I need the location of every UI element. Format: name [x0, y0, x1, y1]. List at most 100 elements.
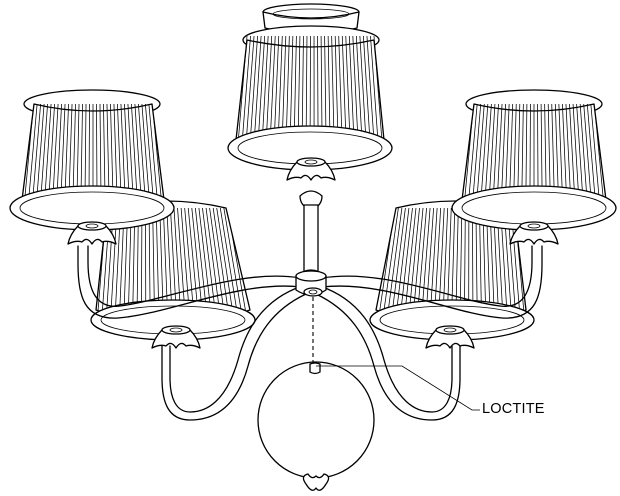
shade-pleat-line	[459, 208, 463, 310]
shade-pleat-line	[80, 104, 83, 200]
shade-pleat-line	[478, 104, 489, 200]
shade-pleat-line	[197, 208, 215, 310]
shade-pleat-line	[482, 104, 493, 200]
shade-pleat-line	[256, 35, 266, 140]
shade-pleat-line	[305, 35, 308, 140]
shade-pleat-line	[579, 104, 590, 200]
shade-pleat-line	[359, 35, 368, 140]
shade-pleat-line	[406, 208, 421, 310]
shade-pleat-line	[180, 208, 192, 310]
shade-pleat-line	[393, 208, 411, 310]
shade-pleat-line	[293, 35, 297, 140]
shade-pleat-line	[410, 208, 425, 310]
shade-pleat-line	[173, 208, 183, 310]
shade-pleat-line	[141, 104, 152, 200]
shade-pleat-line	[208, 208, 228, 310]
lamp-shade-back-right	[369, 200, 535, 341]
shade-pleat-line	[211, 208, 233, 310]
shade-pleat-line	[151, 104, 164, 200]
shade-pleat-line	[575, 104, 586, 200]
candle-cup-back-left	[151, 325, 201, 349]
shade-pleat-line	[123, 104, 131, 200]
shade-pleat-line	[558, 104, 565, 200]
shade-pleat-line	[366, 35, 377, 140]
shade-pleat-line	[103, 104, 106, 200]
shade-pleat-line	[190, 208, 206, 310]
shade-pleat-line	[547, 104, 552, 200]
shade-pleat-line	[363, 35, 373, 140]
shade-pleat-line	[252, 35, 262, 140]
shade-pleat-line	[289, 35, 294, 140]
shade-pleat-line	[373, 35, 384, 140]
shade-pleat-line	[516, 104, 521, 200]
shade-pleat-line	[46, 104, 56, 200]
shade-pleat-line	[148, 104, 161, 200]
shade-pleat-line	[334, 35, 340, 140]
shade-pleat-line	[529, 104, 531, 200]
center-stem	[299, 190, 323, 273]
shade-pleat-line	[345, 35, 352, 140]
shade-pleat-line	[162, 208, 169, 310]
center-hub	[295, 269, 327, 297]
shade-pleat-line	[503, 104, 510, 200]
candle-cup-top-center	[286, 157, 336, 181]
shade-pleat-line	[84, 104, 87, 200]
shade-pleat-line	[352, 35, 360, 140]
shade-pleat-line	[155, 208, 160, 310]
shade-pleat-line	[462, 104, 475, 200]
shade-pleat-line	[465, 104, 478, 200]
loctite-callout-leader	[316, 365, 480, 411]
shade-pleat-line	[554, 104, 560, 200]
shade-pleat-line	[22, 104, 35, 200]
shade-pleat-line	[540, 104, 543, 200]
shade-pleat-line	[495, 104, 503, 200]
shade-pleat-line	[565, 104, 573, 200]
shade-pleat-line	[470, 104, 482, 200]
shade-pleat-line	[455, 208, 459, 310]
shade-pleat-line	[50, 104, 59, 200]
shade-pleat-line	[239, 35, 251, 140]
shade-pleat-line	[301, 35, 304, 140]
shade-pleat-line	[71, 104, 77, 200]
shade-pleat-line	[415, 208, 428, 310]
shade-pleat-line	[508, 104, 514, 200]
shade-pleat-line	[42, 104, 52, 200]
shade-pleat-line	[113, 104, 119, 200]
shade-pleat-line	[29, 104, 42, 200]
shade-pleat-line	[116, 104, 123, 200]
shade-pleat-line	[317, 35, 319, 140]
shade-pleat-line	[194, 208, 210, 310]
shade-pleat-line	[586, 104, 598, 200]
shade-pleat-line	[590, 104, 603, 200]
shade-pleat-line	[218, 208, 242, 310]
lamp-shade-back-left	[90, 200, 256, 341]
shade-pleat-line	[324, 35, 327, 140]
shade-pleat-line	[327, 35, 331, 140]
shade-pleat-line	[341, 35, 348, 140]
shade-pleat-line	[491, 104, 500, 200]
shade-pleat-line	[88, 104, 90, 200]
candle-cup-front-right	[509, 221, 559, 245]
lamp-shade-front-left	[9, 89, 175, 231]
shade-pleat-line	[583, 104, 594, 200]
shade-pleat-line	[187, 208, 201, 310]
shade-pleat-line	[388, 208, 407, 310]
shade-pleat-line	[166, 208, 174, 310]
shade-pleat-line	[297, 35, 301, 140]
shade-pleat-line	[397, 208, 414, 310]
shade-pleat-line	[284, 35, 290, 140]
shade-pleat-line	[127, 104, 136, 200]
shade-pleat-line	[38, 104, 49, 200]
shade-pleat-line	[572, 104, 581, 200]
shade-pleat-line	[437, 208, 445, 310]
shade-pleat-line	[247, 35, 258, 140]
shade-pleat-line	[236, 35, 248, 140]
shade-pleat-line	[106, 104, 111, 200]
shade-pleat-line	[222, 208, 246, 310]
shade-pleat-line	[137, 104, 148, 200]
loctite-callout-label: LOCTITE	[482, 401, 545, 417]
shade-pleat-line	[109, 104, 115, 200]
shade-pleat-line	[130, 104, 140, 200]
shade-pleat-line	[272, 35, 280, 140]
